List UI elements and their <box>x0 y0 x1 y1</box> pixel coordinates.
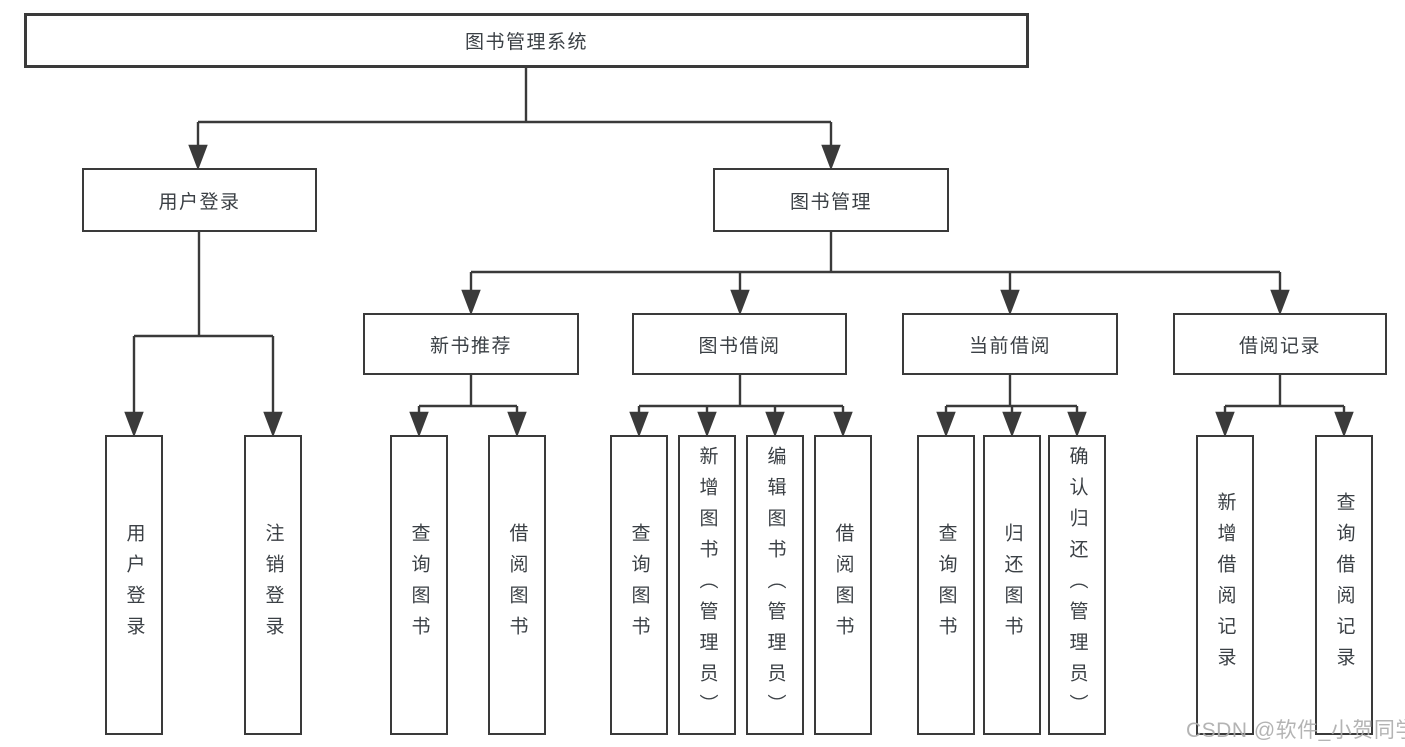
leaf-logout: 注销登录 <box>244 435 302 735</box>
node-new-book-recommendation: 新书推荐 <box>363 313 579 375</box>
node-book-borrowing: 图书借阅 <box>632 313 847 375</box>
leaf-label: 查询借阅记录 <box>1333 492 1355 678</box>
connector-root-to-level2 <box>188 68 841 171</box>
leaf-label: 借阅图书 <box>506 523 528 647</box>
node-book-management: 图书管理 <box>713 168 949 232</box>
leaf-user-login: 用户登录 <box>105 435 163 735</box>
node-label: 新书推荐 <box>429 335 512 357</box>
node-user-login: 用户登录 <box>82 168 317 232</box>
connector-current-borrowing-children <box>936 375 1087 438</box>
leaf-label: 用户登录 <box>123 523 145 647</box>
leaf-return-book: 归还图书 <box>983 435 1041 735</box>
leaf-label: 新增图书（管理员） <box>696 445 718 725</box>
leaf-label: 确认归还（管理员） <box>1066 445 1088 725</box>
leaf-label: 查询图书 <box>628 523 650 647</box>
leaf-add-borrow-record: 新增借阅记录 <box>1196 435 1254 735</box>
connector-user-login-children <box>124 232 283 438</box>
leaf-label: 新增借阅记录 <box>1214 492 1236 678</box>
node-label: 图书借阅 <box>698 335 781 357</box>
leaf-label: 查询图书 <box>935 523 957 647</box>
connector-book-management-children <box>461 232 1290 316</box>
leaf-label: 注销登录 <box>262 523 284 647</box>
leaf-edit-book-admin: 编辑图书（管理员） <box>746 435 804 735</box>
node-label: 当前借阅 <box>968 335 1051 357</box>
leaf-borrow-books-borrowing: 借阅图书 <box>814 435 872 735</box>
leaf-query-books-recommend: 查询图书 <box>390 435 448 735</box>
leaf-label: 编辑图书（管理员） <box>764 445 786 725</box>
connector-book-borrowing-children <box>629 375 853 438</box>
node-borrowing-records: 借阅记录 <box>1173 313 1387 375</box>
connector-borrowing-records-children <box>1215 375 1354 438</box>
leaf-query-borrow-record: 查询借阅记录 <box>1315 435 1373 735</box>
leaf-query-books-current: 查询图书 <box>917 435 975 735</box>
node-label: 借阅记录 <box>1238 335 1321 357</box>
node-current-borrowing: 当前借阅 <box>902 313 1118 375</box>
connector-new-book-recommendation-children <box>409 375 527 438</box>
leaf-label: 借阅图书 <box>832 523 854 647</box>
leaf-label: 归还图书 <box>1001 523 1023 647</box>
leaf-borrow-books-recommend: 借阅图书 <box>488 435 546 735</box>
node-label: 图书管理 <box>789 191 872 213</box>
node-label: 图书管理系统 <box>464 32 588 53</box>
node-library-management-system: 图书管理系统 <box>24 13 1029 68</box>
node-label: 用户登录 <box>158 191 241 213</box>
leaf-add-book-admin: 新增图书（管理员） <box>678 435 736 735</box>
csdn-watermark: CSDN @软件_小贺同学 <box>1186 719 1405 742</box>
leaf-confirm-return-admin: 确认归还（管理员） <box>1048 435 1106 735</box>
leaf-label: 查询图书 <box>408 523 430 647</box>
leaf-query-books-borrowing: 查询图书 <box>610 435 668 735</box>
